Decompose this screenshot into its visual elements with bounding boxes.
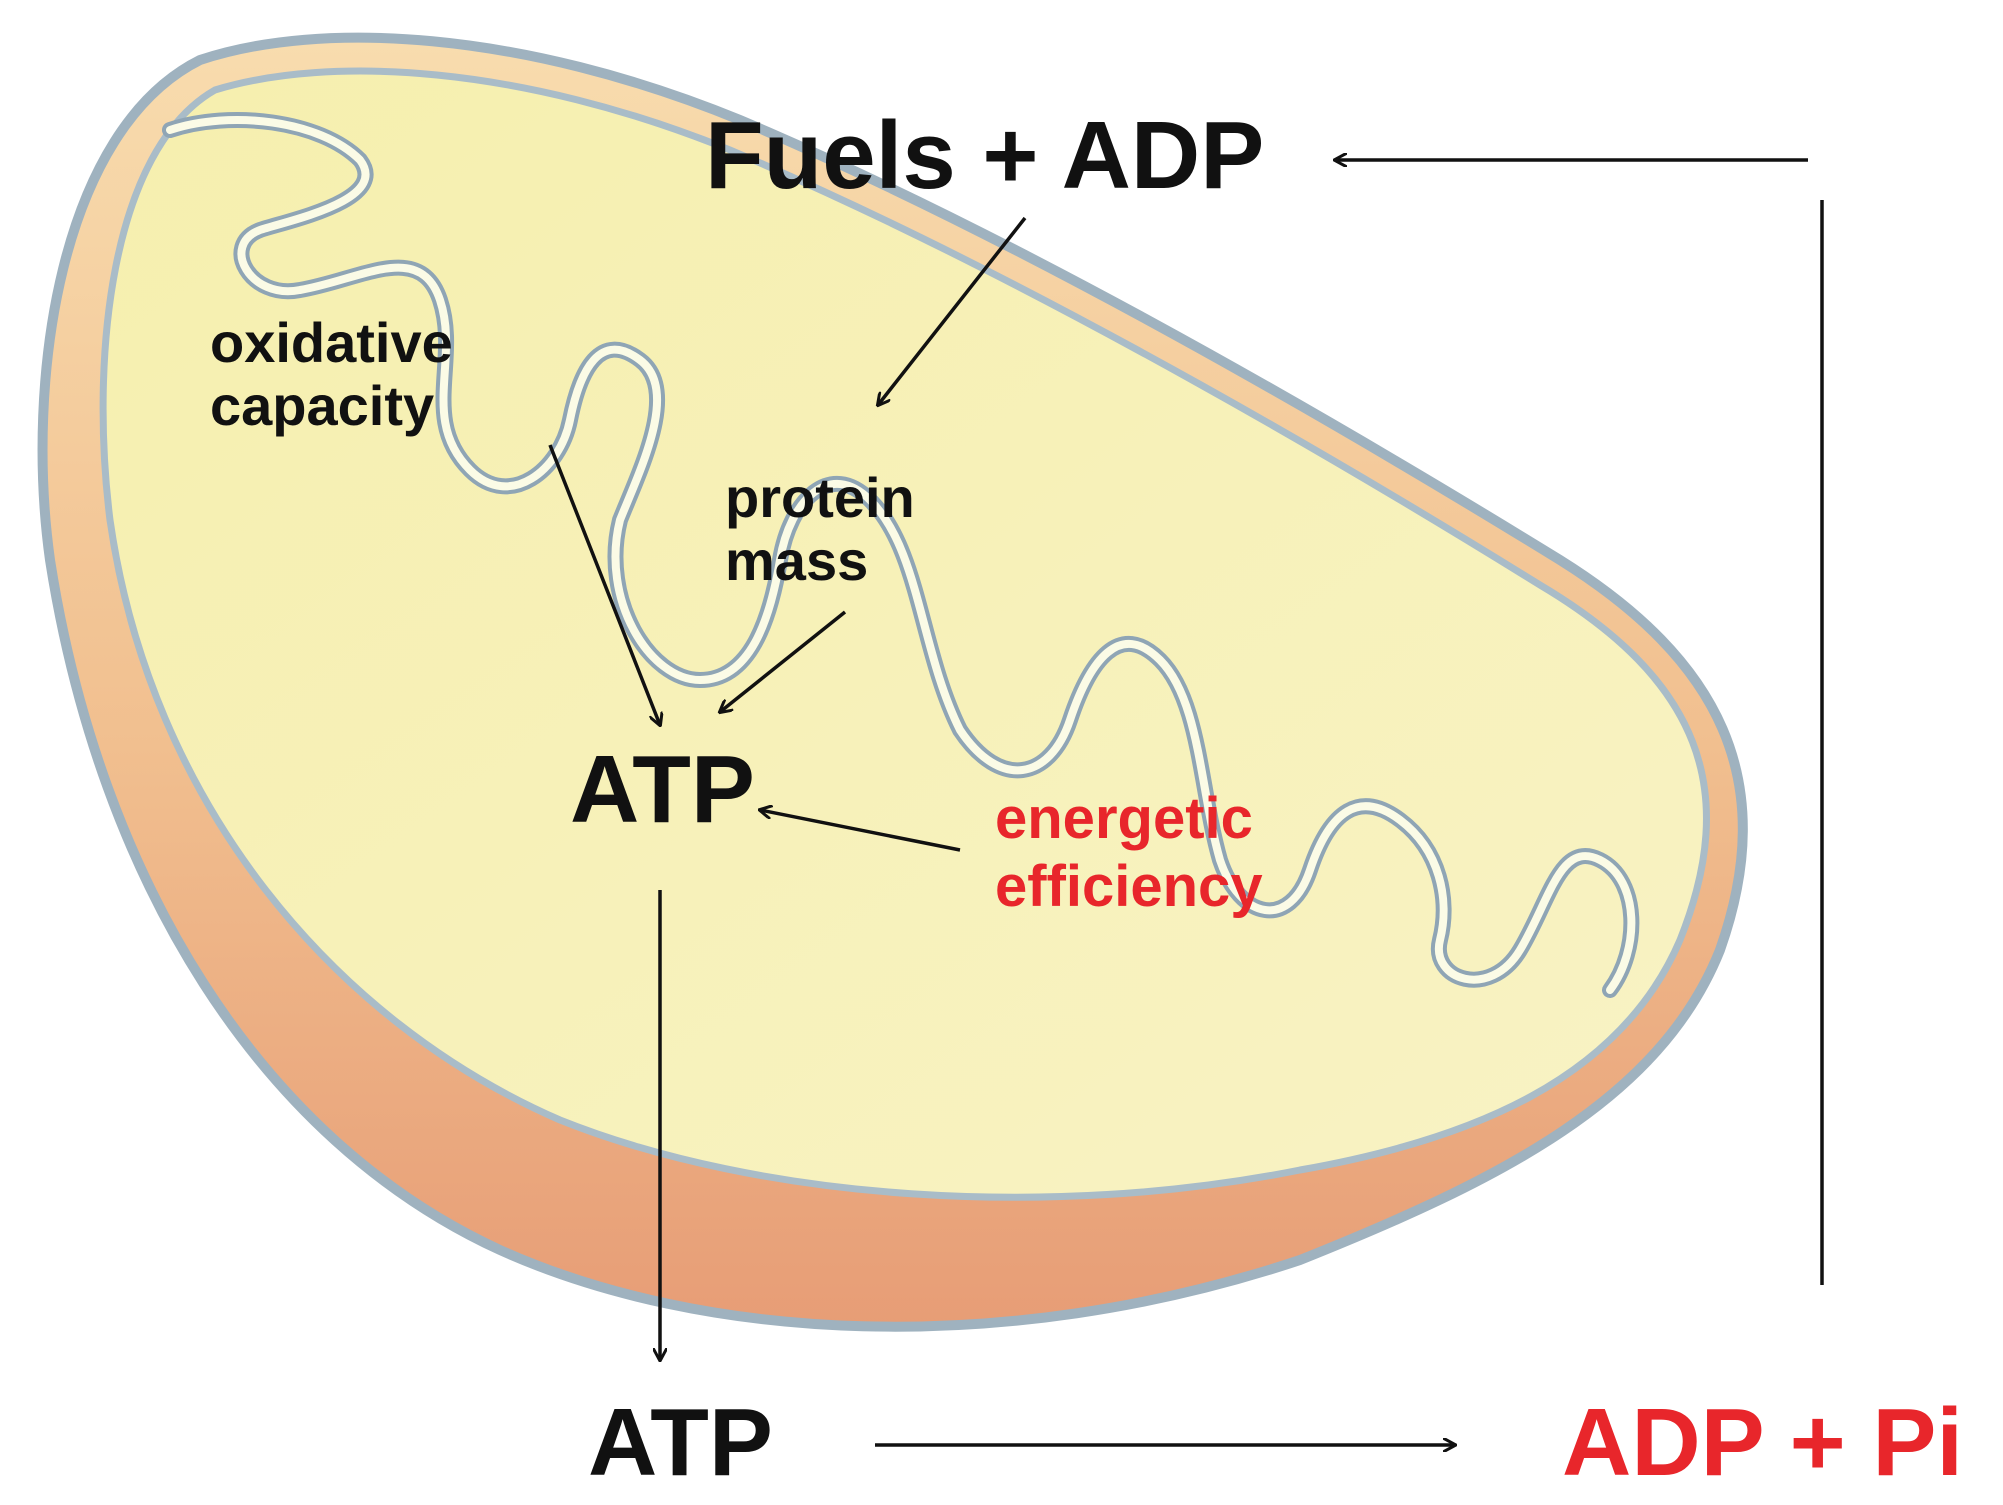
atp-outer-label: ATP <box>588 1389 773 1496</box>
arrow-fuels-to-matrix <box>878 216 1027 405</box>
energetic-efficiency-label-line2: efficiency <box>995 854 1263 919</box>
inner-membrane <box>99 67 1710 1201</box>
atp-inner-label: ATP <box>570 736 755 843</box>
adp-pi-label: ADP + Pi <box>1562 1389 1963 1496</box>
cristae-inner-line <box>166 116 1636 994</box>
oxidative-capacity-label-line2: capacity <box>210 374 434 437</box>
arrow-efficiency-to-atp <box>760 810 961 852</box>
arrow-protein-to-atp <box>720 610 847 712</box>
oxidative-capacity-label-line1: oxidative <box>210 311 453 374</box>
energetic-efficiency-label-line1: energetic <box>995 786 1253 851</box>
flow-arrows <box>548 160 1824 1445</box>
protein-mass-label-line2: mass <box>725 529 868 592</box>
arrow-oxidative-to-atp <box>548 444 660 725</box>
protein-mass-label-line1: protein <box>725 466 915 529</box>
mitochondrion-illustration <box>37 32 1748 1332</box>
fuels-adp-label: Fuels + ADP <box>705 102 1264 209</box>
